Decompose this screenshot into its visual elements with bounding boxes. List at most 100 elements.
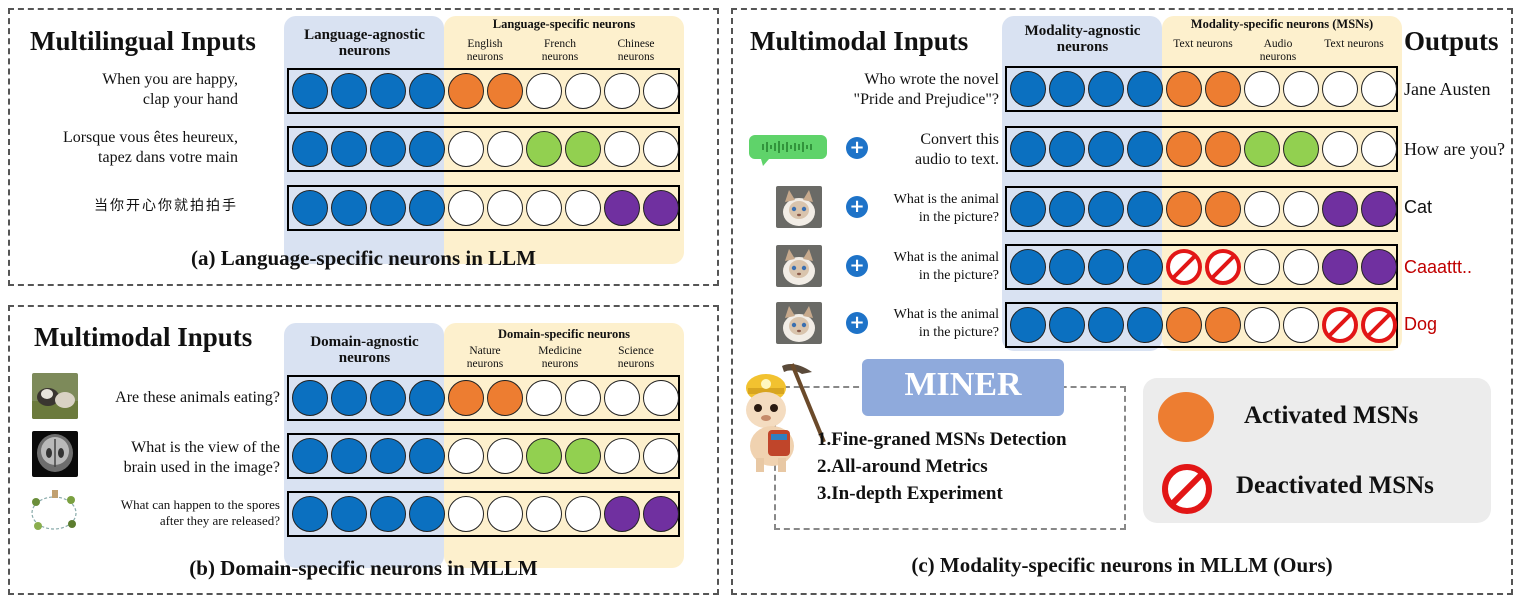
cat-image — [776, 245, 822, 287]
inactive-neuron — [448, 131, 484, 167]
orange-neuron — [1166, 191, 1202, 227]
agnostic-header: Domain-agnostic neurons — [310, 334, 419, 366]
deactivated-neuron — [1322, 307, 1358, 343]
green-neuron — [1244, 131, 1280, 167]
inactive-neuron — [604, 131, 640, 167]
agnostic-neuron — [292, 73, 328, 109]
purple-neuron — [1322, 191, 1358, 227]
output-text: Caaattt.. — [1404, 257, 1473, 277]
inactive-neuron — [1283, 191, 1319, 227]
inactive-neuron — [448, 190, 484, 226]
animals-image — [32, 373, 78, 419]
agnostic-neuron — [409, 496, 445, 532]
agnostic-header: Language-agnostic neurons — [304, 27, 425, 59]
agnostic-neuron — [331, 131, 367, 167]
input-text: What is the animal in the picture? — [893, 192, 999, 225]
agnostic-neuron — [292, 190, 328, 226]
column-label: English neurons — [466, 38, 504, 63]
inactive-neuron — [448, 438, 484, 474]
deactivated-neuron — [1205, 249, 1241, 285]
orange-neuron — [1166, 307, 1202, 343]
column-label: Text neurons — [1173, 38, 1233, 50]
neuron-row — [287, 375, 680, 421]
inactive-neuron — [604, 73, 640, 109]
orange-neuron — [1166, 131, 1202, 167]
neuron-row — [287, 433, 680, 479]
orange-neuron — [487, 73, 523, 109]
agnostic-neuron — [1127, 71, 1163, 107]
panel-b-title: Multimodal Inputs — [34, 322, 253, 352]
panel-language-specific — [8, 8, 719, 286]
panel-modality-specific — [731, 8, 1513, 595]
agnostic-neuron — [1127, 131, 1163, 167]
column-label: Science neurons — [617, 345, 655, 370]
neuron-row — [287, 68, 680, 114]
inactive-neuron — [526, 496, 562, 532]
column-label: Medicine neurons — [538, 345, 582, 370]
green-neuron — [565, 131, 601, 167]
column-label: Audio neurons — [1259, 38, 1297, 63]
purple-neuron — [643, 496, 679, 532]
orange-neuron — [1205, 191, 1241, 227]
inactive-neuron — [1283, 249, 1319, 285]
inactive-neuron — [487, 190, 523, 226]
purple-neuron — [1322, 249, 1358, 285]
inactive-neuron — [643, 438, 679, 474]
output-text: Cat — [1404, 197, 1433, 217]
agnostic-neuron — [331, 73, 367, 109]
purple-neuron — [604, 496, 640, 532]
green-neuron — [1283, 131, 1319, 167]
inactive-neuron — [604, 438, 640, 474]
cat-image — [776, 186, 822, 228]
inactive-neuron — [526, 73, 562, 109]
specific-header: Modality-specific neurons (MSNs) — [1190, 17, 1374, 31]
neuron-row — [1005, 244, 1398, 290]
agnostic-neuron — [1049, 71, 1085, 107]
specific-header: Domain-specific neurons — [497, 327, 631, 341]
neuron-row — [1005, 302, 1398, 348]
purple-neuron — [1361, 249, 1397, 285]
agnostic-neuron — [409, 190, 445, 226]
agnostic-neuron — [1127, 191, 1163, 227]
green-neuron — [526, 131, 562, 167]
input-text: When you are happy, clap your hand — [102, 71, 238, 108]
orange-neuron — [448, 73, 484, 109]
outputs-header: Outputs — [1404, 26, 1499, 56]
orange-neuron — [1205, 131, 1241, 167]
inactive-neuron — [487, 496, 523, 532]
inactive-neuron — [604, 380, 640, 416]
inactive-neuron — [526, 190, 562, 226]
agnostic-neuron — [1010, 71, 1046, 107]
agnostic-neuron — [1049, 307, 1085, 343]
orange-neuron — [448, 380, 484, 416]
neuron-row — [287, 491, 680, 537]
agnostic-neuron — [370, 438, 406, 474]
activated-legend-icon — [1158, 392, 1214, 442]
agnostic-neuron — [409, 73, 445, 109]
inactive-neuron — [643, 380, 679, 416]
inactive-neuron — [487, 438, 523, 474]
inactive-neuron — [1283, 71, 1319, 107]
inactive-neuron — [565, 73, 601, 109]
inactive-neuron — [1361, 131, 1397, 167]
specific-header: Language-specific neurons — [492, 17, 636, 31]
agnostic-neuron — [409, 380, 445, 416]
agnostic-neuron — [370, 380, 406, 416]
inactive-neuron — [1244, 191, 1280, 227]
neuron-row — [1005, 66, 1398, 112]
inactive-neuron — [565, 380, 601, 416]
agnostic-neuron — [370, 496, 406, 532]
input-text: Lorsque vous êtes heureux, tapez dans vo… — [62, 129, 238, 166]
agnostic-neuron — [292, 131, 328, 167]
inactive-neuron — [1244, 71, 1280, 107]
agnostic-neuron — [1127, 249, 1163, 285]
neuron-row — [1005, 126, 1398, 172]
input-text: What is the animal in the picture? — [893, 307, 999, 340]
panel-c-title: Multimodal Inputs — [750, 26, 969, 56]
deactivated-neuron — [1361, 307, 1397, 343]
miner-title: MINER — [904, 366, 1022, 403]
agnostic-neuron — [331, 190, 367, 226]
orange-neuron — [1205, 71, 1241, 107]
column-label: Text neurons — [1324, 38, 1384, 50]
input-text: 当你开心你就拍拍手 — [94, 198, 238, 214]
